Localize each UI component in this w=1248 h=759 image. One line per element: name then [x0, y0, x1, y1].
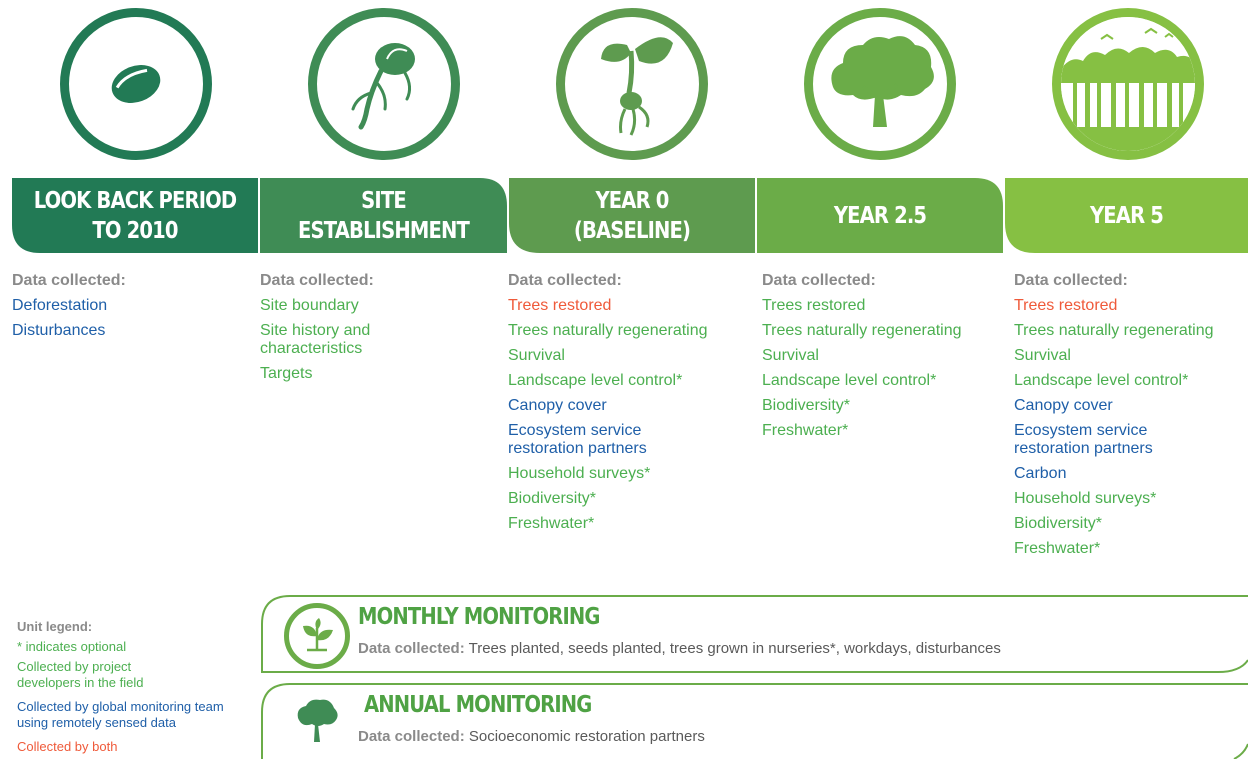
banner-shape-2 [260, 178, 507, 253]
list-item: Household surveys* [508, 465, 651, 482]
list-item: Trees naturally regenerating [1014, 322, 1214, 339]
stage-column-look-back: Data collected: Deforestation Disturbanc… [12, 272, 247, 347]
monitoring-frames [261, 595, 1248, 759]
list-item: Canopy cover [508, 397, 607, 414]
timeline-banners [12, 178, 1248, 253]
list-item: Trees naturally regenerating [762, 322, 962, 339]
annual-monitoring-title: ANNUAL MONITORING [364, 692, 592, 718]
stage-title-site-establishment: SITE ESTABLISHMENT [298, 187, 470, 244]
stage-title-year-5: YEAR 5 [1089, 202, 1164, 229]
list-item: Carbon [1014, 465, 1067, 482]
monthly-monitoring-data: Data collected: Trees planted, seeds pla… [358, 640, 1001, 657]
legend-optional: * indicates optional [17, 639, 127, 654]
data-collected-label: Data collected: [260, 272, 374, 289]
annual-monitoring-data: Data collected: Socioeconomic restoratio… [358, 728, 705, 745]
list-item: Freshwater* [508, 515, 595, 532]
list-item: Site boundary [260, 297, 359, 314]
banner-shape-3 [509, 178, 755, 253]
list-item: Biodiversity* [1014, 515, 1103, 532]
banner-shape-4 [757, 178, 1003, 253]
seed-icon [60, 8, 212, 160]
sprouting-seed-icon [308, 8, 460, 160]
list-item: Freshwater* [1014, 540, 1101, 557]
banner-shape-5 [1005, 178, 1248, 253]
tree-icon [294, 698, 340, 744]
stage-title-year-0: YEAR 0(BASELINE) [573, 187, 691, 244]
tree-icon [804, 8, 956, 160]
list-item: Biodiversity* [508, 490, 597, 507]
data-collected-label: Data collected: [1014, 272, 1128, 289]
list-item: Landscape level control* [508, 372, 683, 389]
list-item: Survival [762, 347, 819, 364]
list-item: Survival [508, 347, 565, 364]
leaves-icon [284, 603, 350, 669]
stage-column-year-2-5: Data collected: Trees restored Trees nat… [762, 272, 1002, 447]
stage-column-site-establishment: Data collected: Site boundary Site histo… [260, 272, 410, 390]
list-item: Trees restored [762, 297, 866, 314]
unit-legend: Unit legend: * indicates optional Collec… [17, 619, 247, 759]
list-item: Trees restored [1014, 297, 1118, 314]
list-item: Deforestation [12, 297, 108, 314]
list-item: Targets [260, 365, 313, 382]
list-item: Trees naturally regenerating [508, 322, 708, 339]
list-item: Landscape level control* [1014, 372, 1189, 389]
list-item: Survival [1014, 347, 1071, 364]
list-item: Ecosystem service restoration partners [1014, 422, 1153, 457]
list-item: Site history and characteristics [260, 322, 371, 357]
legend-title: Unit legend: [17, 619, 93, 634]
list-item: Trees restored [508, 297, 612, 314]
legend-project: Collected by project developers in the f… [17, 659, 144, 690]
legend-both: Collected by both [17, 739, 118, 754]
seedling-icon [556, 8, 708, 160]
list-item: Biodiversity* [762, 397, 851, 414]
list-item: Disturbances [12, 322, 106, 339]
list-item: Freshwater* [762, 422, 849, 439]
forest-icon [1052, 8, 1204, 160]
data-collected-label: Data collected: [762, 272, 876, 289]
list-item: Household surveys* [1014, 490, 1157, 507]
data-collected-label: Data collected: [12, 272, 126, 289]
stage-title-year-2-5: YEAR 2.5 [833, 202, 927, 229]
list-item: Landscape level control* [762, 372, 937, 389]
data-collected-label: Data collected: [508, 272, 622, 289]
stage-column-year-5: Data collected: Trees restored Trees nat… [1014, 272, 1248, 565]
list-item: Ecosystem service restoration partners [508, 422, 647, 457]
legend-global: Collected by global monitoring team usin… [17, 699, 224, 730]
banner-shape-1 [12, 178, 258, 253]
stage-column-year-0: Data collected: Trees restored Trees nat… [508, 272, 748, 540]
monthly-monitoring-title: MONTHLY MONITORING [358, 604, 600, 630]
list-item: Canopy cover [1014, 397, 1113, 414]
